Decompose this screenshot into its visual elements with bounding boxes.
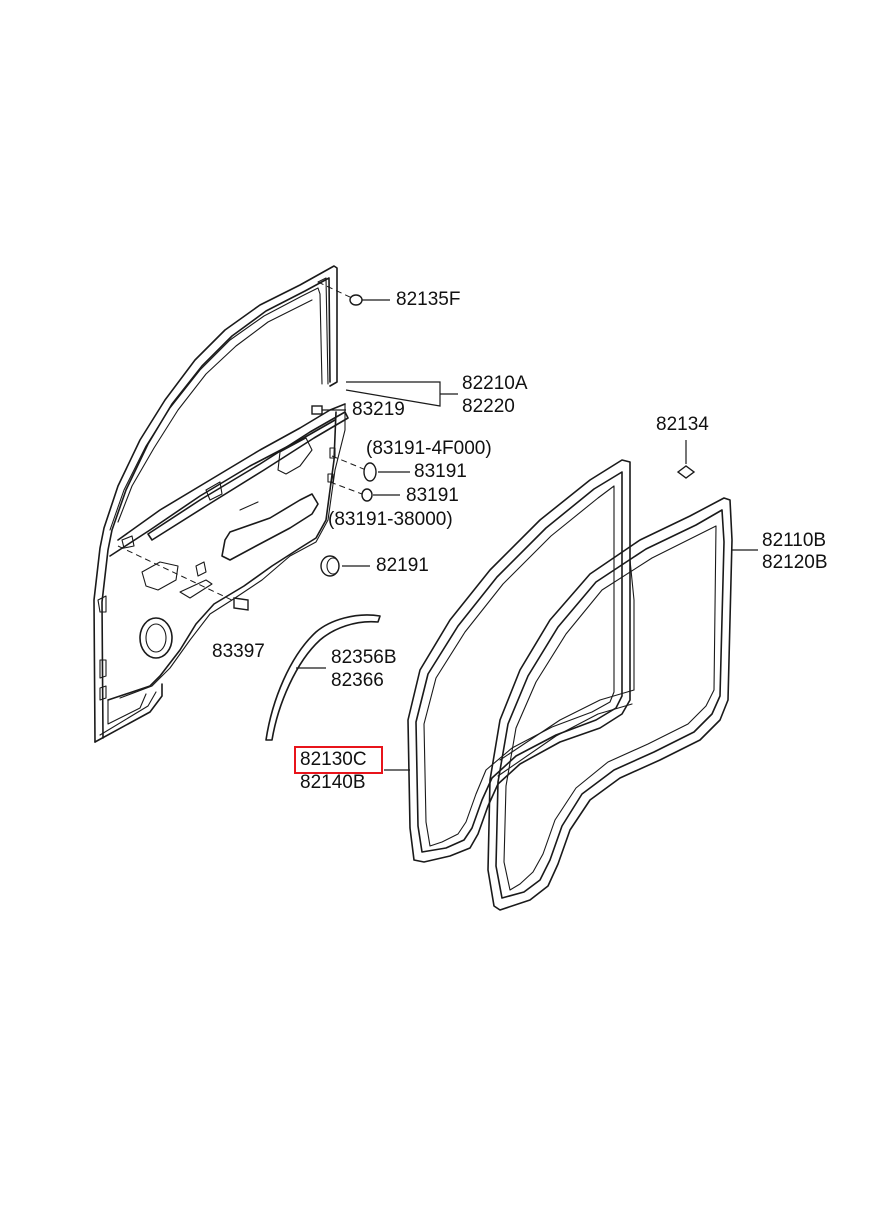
callout-82140B[interactable]: 82140B bbox=[300, 772, 366, 793]
callout-82366[interactable]: 82366 bbox=[331, 670, 384, 691]
selected-part-highlight bbox=[294, 746, 383, 774]
callout-82191[interactable]: 82191 bbox=[376, 555, 429, 576]
plug-hole-82191 bbox=[320, 555, 370, 577]
callout-82130C[interactable]: 82130C bbox=[300, 749, 367, 770]
plug-hole-83191-upper bbox=[329, 447, 410, 482]
callout-82120B[interactable]: 82120B bbox=[762, 552, 828, 573]
callout-83191-upper[interactable]: 83191 bbox=[414, 461, 467, 482]
callout-82220[interactable]: 82220 bbox=[462, 396, 515, 417]
arch-trim-strip bbox=[265, 614, 381, 741]
front-door-panel bbox=[93, 265, 346, 743]
callout-82134[interactable]: 82134 bbox=[656, 414, 709, 435]
callout-82210A[interactable]: 82210A bbox=[462, 373, 528, 394]
callout-83219[interactable]: 83219 bbox=[352, 399, 405, 420]
plug-hole-83191-lower bbox=[327, 473, 400, 502]
fastener-clip bbox=[311, 405, 346, 415]
door-body-weatherstrip bbox=[487, 497, 758, 911]
callout-82110B[interactable]: 82110B bbox=[762, 530, 827, 551]
callout-83191-lower[interactable]: 83191 bbox=[406, 485, 459, 506]
callout-83191-38000[interactable]: (83191-38000) bbox=[328, 509, 453, 530]
belt-moulding bbox=[147, 381, 458, 541]
callout-83397[interactable]: 83397 bbox=[212, 641, 265, 662]
tape-83397 bbox=[117, 545, 249, 611]
plug-hole-82135F bbox=[317, 281, 390, 306]
small-clip-82134 bbox=[676, 440, 696, 479]
callout-83191-4F000[interactable]: (83191-4F000) bbox=[366, 438, 492, 459]
callout-82356B[interactable]: 82356B bbox=[331, 647, 397, 668]
callout-82135F[interactable]: 82135F bbox=[396, 289, 461, 310]
